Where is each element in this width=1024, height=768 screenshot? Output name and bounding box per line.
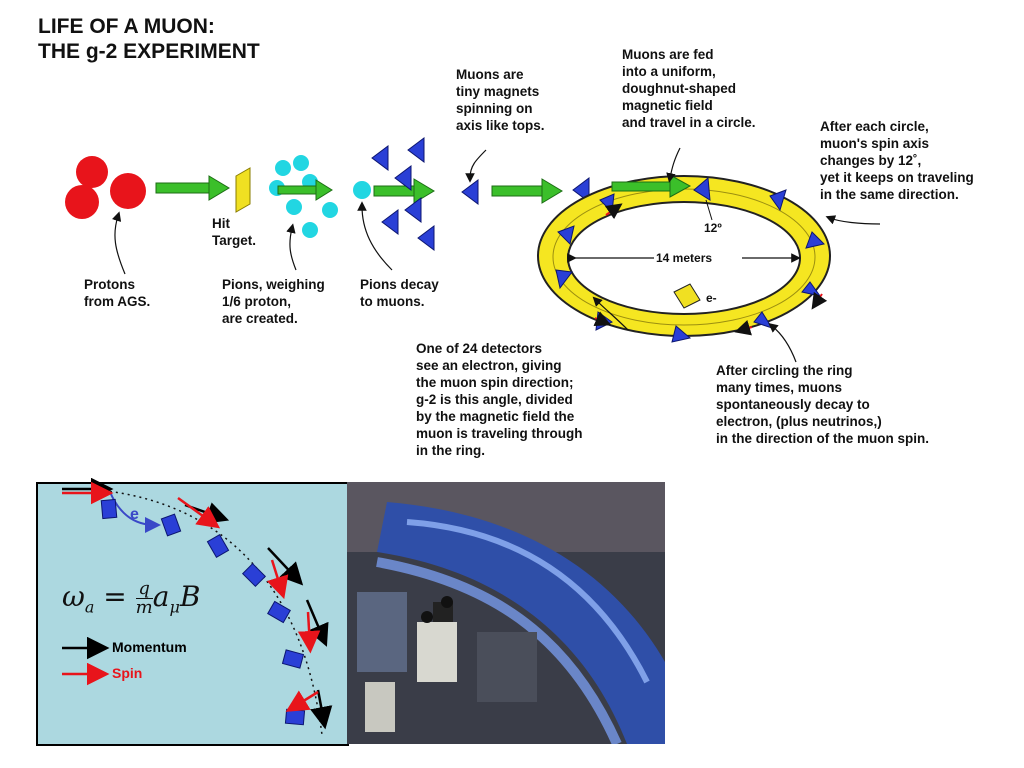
- legend-momentum: Momentum: [112, 639, 187, 655]
- diagram-title: LIFE OF A MUON: THE g-2 EXPERIMENT: [38, 14, 260, 64]
- diameter-label: 14 meters: [656, 251, 712, 265]
- beam-arrow-1: [155, 175, 230, 201]
- label-protons: Protons from AGS.: [84, 277, 151, 309]
- label-decay: After circling the ring many times, muon…: [716, 363, 929, 446]
- electron-label-ring: e-: [706, 291, 717, 305]
- label-tiny-magnets: Muons are tiny magnets spinning on axis …: [456, 67, 545, 133]
- precessing-muons: [100, 498, 306, 726]
- title-line-1: LIFE OF A MUON:: [38, 15, 215, 38]
- label-detectors: One of 24 detectors see an electron, giv…: [416, 341, 583, 458]
- spin-arrows: [62, 481, 321, 712]
- muon-spinning: [461, 179, 479, 205]
- muon-lifecycle-diagram: 14 meters 12º e-: [65, 137, 881, 363]
- label-hit-target: Hit Target.: [212, 216, 257, 248]
- ring-flow-arrows: [593, 203, 828, 336]
- protons-cluster: [65, 156, 146, 219]
- photo-illustration: [347, 482, 665, 744]
- experiment-photo: [347, 482, 665, 744]
- pions-cluster: [269, 155, 338, 238]
- label-fed-into-field: Muons are fed into a uniform, doughnut-s…: [622, 47, 756, 130]
- muons-spawned: [371, 137, 435, 251]
- detector: [673, 283, 701, 309]
- panel-electron-label: e: [130, 506, 139, 523]
- angle-pointer: [705, 199, 713, 221]
- legend-spin: Spin: [112, 665, 143, 681]
- pion-arrow: [277, 179, 333, 201]
- label-pions-created: Pions, weighing 1/6 proton, are created.: [222, 277, 325, 326]
- muon-entering: [572, 177, 590, 203]
- leader-lines: [111, 147, 881, 363]
- title-line-2: THE g-2 EXPERIMENT: [38, 40, 260, 63]
- beam-arrow-3: [491, 178, 563, 204]
- beam-arrow-2: [373, 178, 435, 204]
- pion-decaying: [353, 181, 371, 199]
- orbit-path: [97, 489, 323, 736]
- label-spin-axis: After each circle, muon's spin axis chan…: [820, 119, 974, 202]
- legend-arrows: [62, 636, 110, 686]
- label-pions-decay: Pions decay to muons.: [360, 277, 439, 309]
- target-plate: [235, 167, 251, 213]
- angle-label: 12º: [704, 221, 722, 235]
